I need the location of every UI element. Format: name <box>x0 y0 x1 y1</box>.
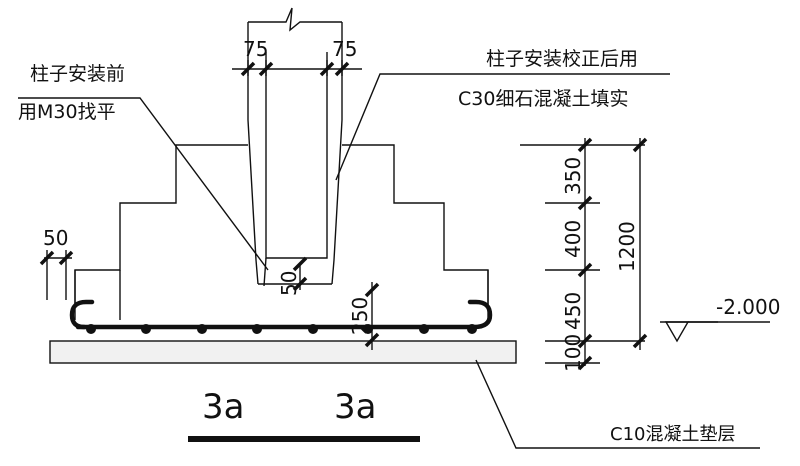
span-right-label: 3a <box>334 387 376 427</box>
rebar-dot <box>363 324 373 334</box>
dim-400: 400 <box>561 220 585 258</box>
rebar-dot <box>308 324 318 334</box>
bottom-rebar <box>69 299 493 334</box>
rebar-dot <box>419 324 429 334</box>
step-dimension: 50 <box>39 226 74 300</box>
grout-dimension: 50 <box>277 256 308 296</box>
dim-1200-total: 1200 <box>615 221 639 272</box>
column-outline <box>247 7 343 120</box>
note-before-install-2: 用M30找平 <box>18 101 116 123</box>
rebar-dot <box>467 324 477 334</box>
leader-before-install: 柱子安装前 用M30找平 <box>18 63 269 271</box>
right-dimension-chain: 350 400 450 100 1200 <box>520 137 648 372</box>
dim-50-grout: 50 <box>277 271 301 296</box>
span-left-label: 3a <box>202 387 244 427</box>
dim-450: 450 <box>561 292 585 330</box>
leader-after-install: 柱子安装校正后用 C30细石混凝土填实 <box>335 48 670 181</box>
rebar-dot <box>141 324 151 334</box>
dim-75-left: 75 <box>243 37 268 61</box>
elevation-mark: -2.000 <box>660 295 780 343</box>
note-after-install-2: C30细石混凝土填实 <box>458 88 628 110</box>
gap-dimensions: 75 75 <box>232 37 362 77</box>
rebar-dot <box>252 324 262 334</box>
elevation-label: -2.000 <box>716 295 780 319</box>
dim-75-right: 75 <box>332 37 357 61</box>
dim-350: 350 <box>561 157 585 195</box>
c10-bedding-layer <box>49 340 517 364</box>
cover-dimension: 250 <box>348 282 380 350</box>
dim-100: 100 <box>561 334 585 372</box>
span-bar <box>188 436 420 442</box>
note-before-install-1: 柱子安装前 <box>30 63 125 85</box>
span-annotation: 3a 3a <box>188 387 420 442</box>
note-bedding: C10混凝土垫层 <box>610 424 735 445</box>
note-after-install-1: 柱子安装校正后用 <box>486 48 638 70</box>
leader-bedding: C10混凝土垫层 <box>475 359 760 449</box>
dim-50-step: 50 <box>43 226 68 250</box>
column-in-socket <box>247 52 343 287</box>
stepped-foundation <box>74 144 489 320</box>
rebar-dot <box>197 324 207 334</box>
rebar-dot <box>86 324 96 334</box>
dim-250-cover: 250 <box>348 297 372 335</box>
